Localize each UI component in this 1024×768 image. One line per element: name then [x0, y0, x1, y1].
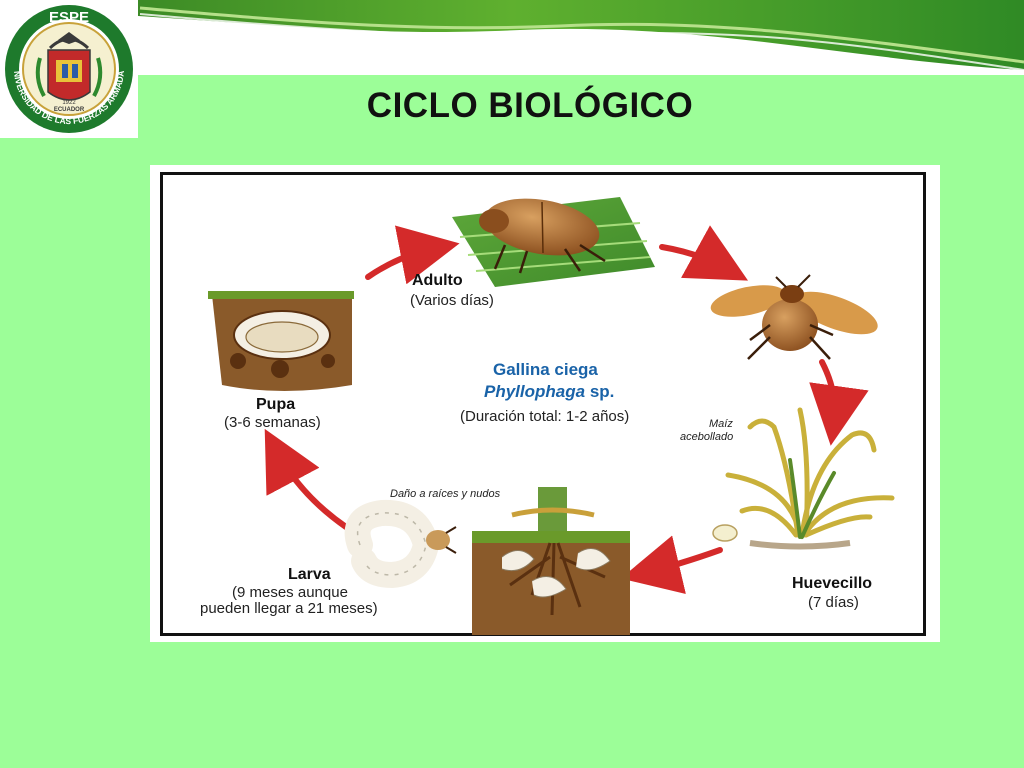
arrow-larva-to-pupa [264, 428, 349, 530]
logo-country-text: ECUADOR [54, 107, 85, 113]
pupa-image [208, 291, 354, 391]
corn-plant-image [712, 407, 895, 550]
logo-espe-text: ESPE [49, 9, 89, 26]
stage-label-larva: Larva [288, 566, 331, 583]
center-common-name: Gallina ciega [493, 360, 598, 379]
header-banner [0, 0, 1024, 75]
stage-duration-egg: (7 días) [808, 594, 859, 611]
arrow-adult-to-flying [659, 225, 749, 281]
arrow-pupa-to-adult [365, 225, 460, 285]
stage-duration-pupa: (3-6 semanas) [224, 414, 321, 431]
adult-beetle-on-leaf-image [452, 197, 655, 287]
stage-label-adult: Adulto [412, 272, 463, 289]
center-total-duration: (Duración total: 1-2 años) [460, 408, 630, 425]
stage-label-egg: Huevecillo [792, 575, 873, 592]
university-logo: ESPE 1922 ECUADOR UNIVERSIDAD DE LAS FUE… [0, 0, 138, 138]
note-corn-line2: acebollado [680, 431, 734, 443]
cycle-arrows [264, 225, 869, 594]
flying-beetle-image [710, 274, 878, 360]
arrow-egg-to-damage [620, 535, 723, 594]
center-scientific-genus: Phyllophaga [484, 382, 586, 401]
stage-duration-adult: (Varios días) [410, 292, 494, 309]
center-scientific-name: Phyllophaga sp. [484, 382, 614, 402]
center-scientific-suffix: sp. [589, 382, 615, 401]
stage-duration-larva-line2: pueden llegar a 21 meses) [200, 600, 378, 617]
stage-label-pupa: Pupa [256, 396, 296, 413]
arrow-flying-to-egg [809, 359, 869, 446]
stage-duration-larva-line1: (9 meses aunque [232, 584, 348, 601]
life-cycle-illustration [208, 197, 895, 635]
note-corn-line1: Maíz [709, 418, 733, 430]
logo-year-text: 1922 [62, 100, 76, 106]
larva-image [344, 499, 457, 589]
note-root-damage: Daño a raíces y nudos [390, 488, 501, 500]
page-title: CICLO BIOLÓGICO [366, 86, 694, 125]
root-damage-image [472, 487, 630, 635]
